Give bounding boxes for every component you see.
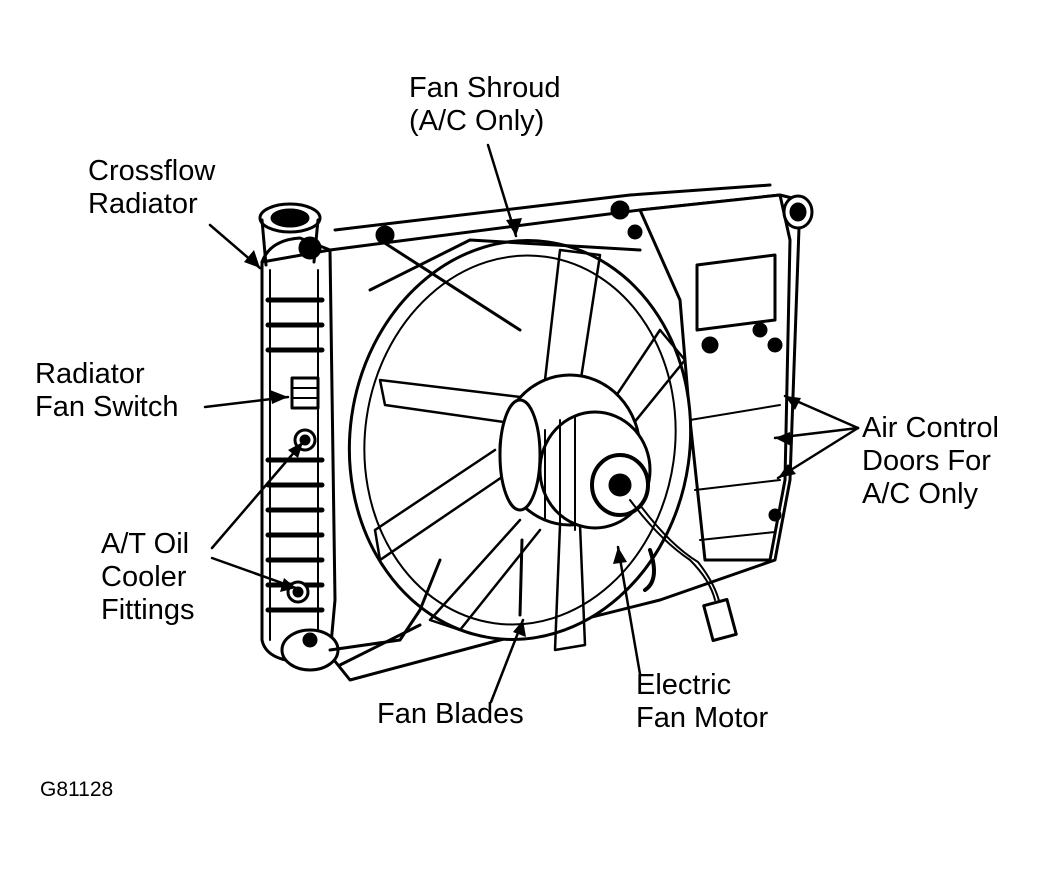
label-line: Fan Switch bbox=[35, 391, 179, 423]
label-at-oil-cooler-fittings: A/T Oil Cooler Fittings bbox=[101, 528, 194, 627]
label-line: Electric bbox=[636, 669, 732, 701]
figure-code: G81128 bbox=[40, 778, 114, 801]
label-line: Fan Shroud bbox=[409, 72, 561, 104]
label-line: Cooler bbox=[101, 561, 187, 593]
label-line: Fittings bbox=[101, 594, 195, 626]
label-line: (A/C Only) bbox=[409, 105, 545, 137]
motor-wiring bbox=[629, 499, 738, 642]
label-line: Doors For bbox=[862, 445, 991, 477]
label-air-control-doors: Air Control Doors For A/C Only bbox=[862, 412, 999, 511]
label-line: A/T Oil bbox=[101, 528, 190, 560]
label-crossflow-radiator: Crossflow Radiator bbox=[88, 155, 215, 221]
label-line: Fan Motor bbox=[636, 702, 769, 734]
label-fan-shroud: Fan Shroud (A/C Only) bbox=[409, 72, 561, 138]
label-line: A/C Only bbox=[862, 478, 979, 510]
leader-arrowheads bbox=[244, 218, 801, 637]
label-line: Radiator bbox=[88, 188, 198, 220]
label-electric-fan-motor: Electric Fan Motor bbox=[636, 669, 768, 735]
label-line: Crossflow bbox=[88, 155, 216, 187]
label-line: Air Control bbox=[862, 412, 999, 444]
filler-neck bbox=[258, 202, 322, 267]
fan-blades bbox=[373, 248, 687, 652]
label-line: Radiator bbox=[35, 358, 145, 390]
fittings bbox=[280, 376, 442, 672]
fan-motor bbox=[498, 373, 652, 531]
air-control-housing bbox=[610, 193, 814, 562]
label-line: Fan Blades bbox=[377, 698, 524, 730]
label-fan-blades: Fan Blades bbox=[377, 698, 524, 731]
label-radiator-fan-switch: Radiator Fan Switch bbox=[35, 358, 178, 424]
